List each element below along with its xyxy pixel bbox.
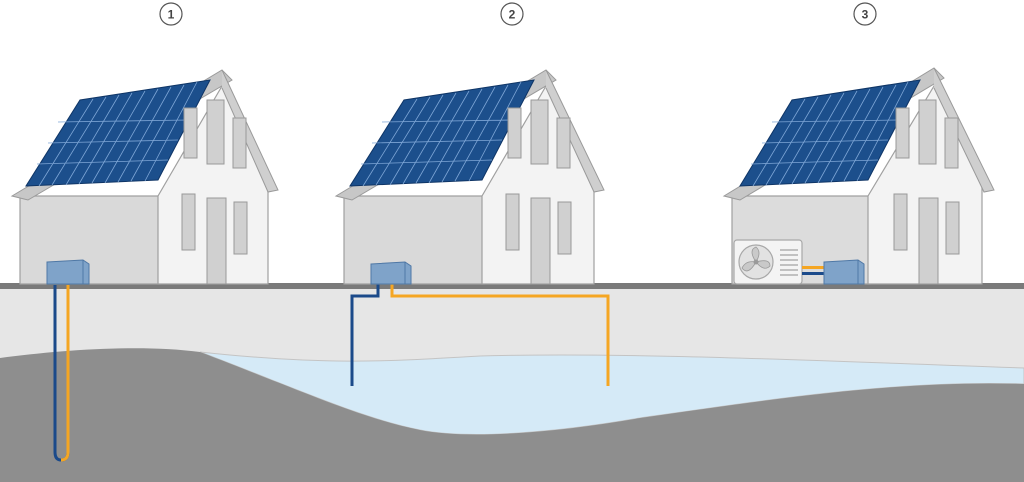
house-2: [334, 69, 605, 285]
solar-panel-2: [349, 79, 535, 187]
step-number-3: 3: [862, 8, 869, 22]
ground-source-pipes: [53, 285, 70, 462]
air-source-connector: [802, 266, 824, 275]
air-source-fan-icon: [733, 239, 803, 285]
deep-soil-layer: [0, 348, 1024, 482]
water-source-pipes: [350, 283, 610, 386]
step-badge-1: 1: [159, 2, 183, 26]
solar-panel-3: [739, 79, 921, 187]
step-number-1: 1: [168, 8, 175, 22]
heat-pump-unit-icon: [370, 261, 412, 285]
step-number-2: 2: [509, 8, 516, 22]
solar-panel-1: [25, 79, 211, 187]
ground-surface-line: [0, 283, 1024, 289]
heat-pump-unit-icon: [46, 259, 90, 285]
house-1: [10, 69, 279, 285]
heat-pump-unit-icon: [823, 259, 865, 285]
step-badge-3: 3: [853, 2, 877, 26]
step-badge-2: 2: [500, 2, 524, 26]
house-3: [722, 67, 995, 285]
